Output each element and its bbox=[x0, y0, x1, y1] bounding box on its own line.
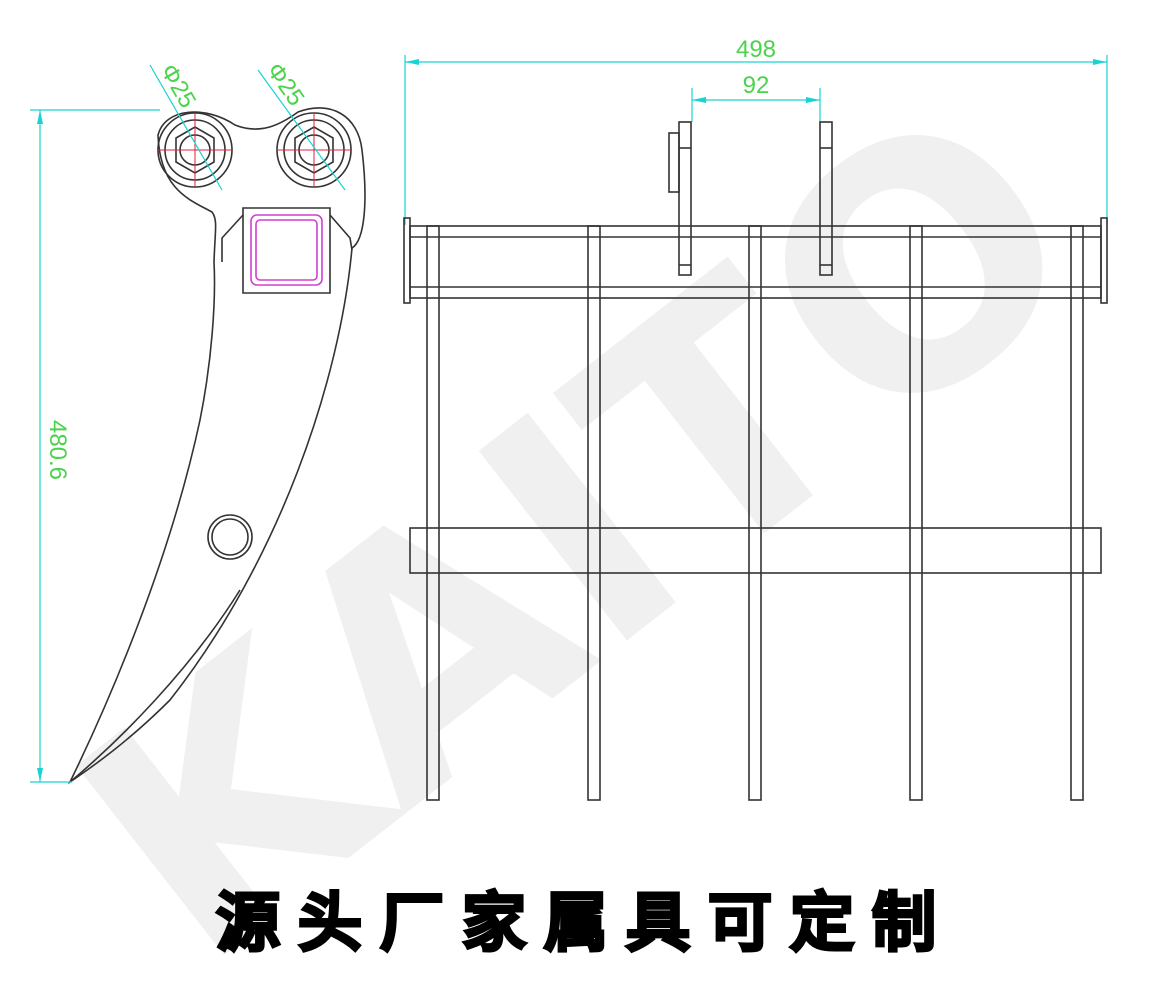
overall-width-dimension: 498 bbox=[736, 36, 776, 63]
ripper-tip-line bbox=[69, 589, 241, 783]
end-plate-right bbox=[1100, 217, 1108, 304]
rake-front-view: 498 92 bbox=[403, 36, 1108, 801]
ear-spacing-dimension: 92 bbox=[743, 72, 770, 99]
ripper-outline bbox=[67, 107, 366, 785]
tine bbox=[1070, 225, 1084, 801]
square-tube bbox=[250, 214, 323, 286]
mount-block bbox=[242, 207, 331, 294]
tine bbox=[909, 225, 923, 801]
ear-left bbox=[678, 121, 692, 276]
tines bbox=[426, 225, 1084, 801]
tine bbox=[748, 225, 762, 801]
lower-bar bbox=[409, 527, 1102, 574]
end-plate-left bbox=[403, 217, 411, 304]
body-hole bbox=[207, 514, 253, 560]
tine bbox=[426, 225, 440, 801]
caption: 源头厂家属具可定制 bbox=[215, 886, 954, 963]
tine bbox=[587, 225, 601, 801]
height-dimension: 480.6 bbox=[44, 420, 71, 480]
ear-plate bbox=[668, 132, 680, 193]
ear-right bbox=[819, 121, 833, 276]
